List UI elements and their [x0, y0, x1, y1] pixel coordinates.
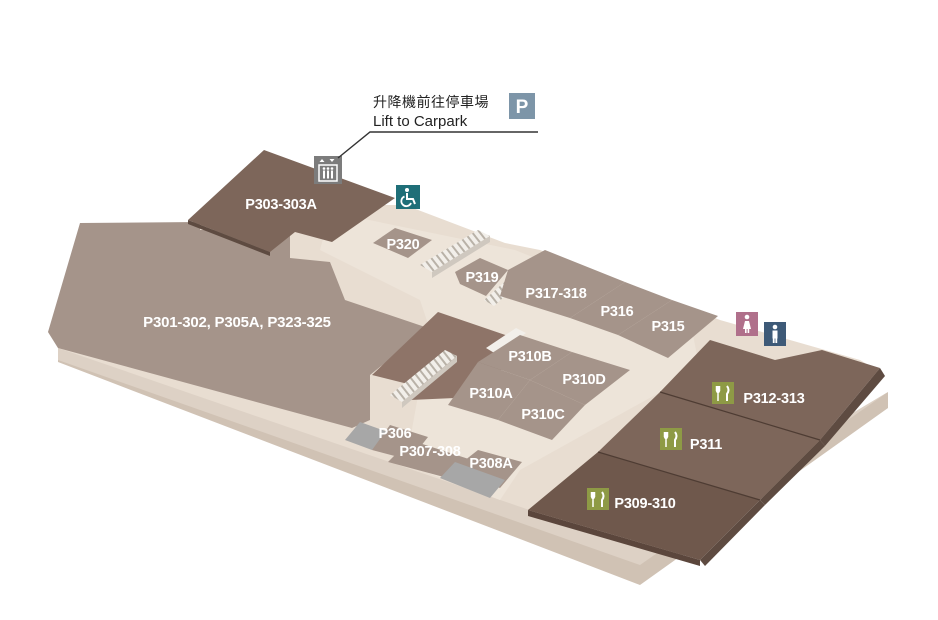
- callout-line: [337, 131, 538, 159]
- shop-p312-313[interactable]: P312-313: [660, 340, 885, 446]
- shop-label: P310C: [521, 407, 565, 423]
- shop-label: P307-308: [399, 444, 460, 460]
- shop-p310b[interactable]: P310B: [478, 335, 572, 380]
- shop-p308a[interactable]: P308A: [455, 450, 522, 488]
- shop-label: P310D: [562, 372, 605, 388]
- shop-label: P306: [378, 426, 411, 442]
- shop-label: P311: [690, 437, 722, 453]
- restaurant-icon: [587, 488, 609, 510]
- shop-divider: [597, 451, 761, 501]
- male-toilet-icon: [764, 322, 786, 346]
- shop-p320[interactable]: P320: [373, 228, 432, 258]
- shop-label: P312-313: [743, 391, 804, 407]
- escalator-icon: [390, 328, 526, 408]
- shop-label: P309-310: [614, 496, 675, 512]
- shop-label: P317-318: [525, 286, 586, 302]
- female-toilet-icon: [736, 312, 758, 336]
- shop-label: P315: [651, 319, 684, 335]
- caption-chinese: 升降機前往停車場: [373, 94, 489, 111]
- shop-divider: [659, 391, 821, 441]
- shop-label: P310A: [469, 386, 513, 402]
- shop-p315[interactable]: P315: [618, 300, 718, 358]
- parking-icon: P: [509, 93, 535, 119]
- parking-symbol: P: [516, 97, 529, 118]
- shop-p311[interactable]: P311: [598, 392, 825, 505]
- shop-p309-310[interactable]: P309-310: [528, 452, 765, 566]
- accessible-icon: [396, 185, 420, 209]
- shop-label: P308A: [469, 456, 513, 472]
- service-area: [440, 462, 505, 498]
- shop-label: P319: [465, 270, 498, 286]
- escalator-icon: [420, 230, 490, 278]
- caption-english: Lift to Carpark: [373, 113, 468, 130]
- shop-label: P310B: [508, 349, 551, 365]
- shop-p310a[interactable]: P310A: [448, 362, 530, 420]
- restaurant-icon: [712, 382, 734, 404]
- shop-p310c[interactable]: P310C: [498, 380, 585, 440]
- shop-p301-302[interactable]: P301-302, P305A, P323-325: [48, 222, 428, 428]
- shop-p316[interactable]: P316: [570, 282, 672, 335]
- shop-label: P320: [386, 237, 419, 253]
- lift-icon: [314, 156, 342, 184]
- carpark-lift-caption: 升降機前往停車場 Lift to Carpark: [373, 94, 489, 130]
- restaurant-icon: [660, 428, 682, 450]
- shop-p317-318[interactable]: P317-318: [500, 250, 625, 318]
- shop-p310d[interactable]: P310D: [530, 352, 630, 405]
- shop-p319[interactable]: P319: [455, 258, 508, 296]
- shop-p303-303a[interactable]: P303-303A: [188, 150, 395, 256]
- shop-label: P303-303A: [245, 197, 317, 213]
- shop-label: P301-302, P305A, P323-325: [143, 314, 331, 331]
- shop-label: P316: [600, 304, 633, 320]
